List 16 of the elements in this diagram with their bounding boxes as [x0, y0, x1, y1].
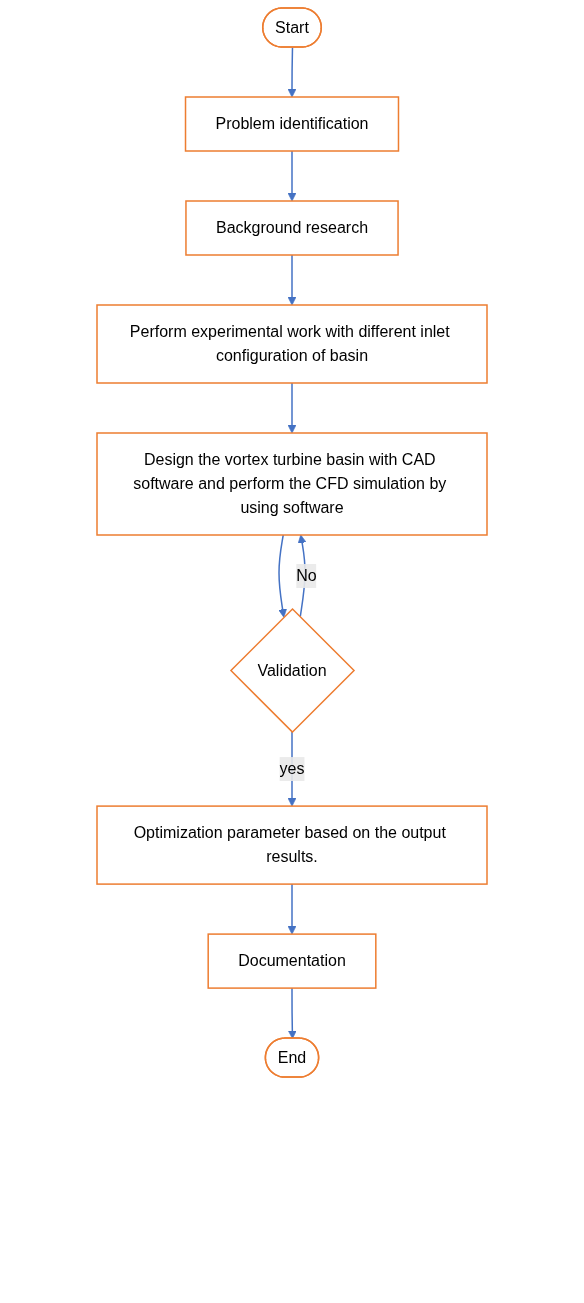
arrow: [287, 987, 297, 1039]
arrow: [287, 150, 297, 202]
node-box: Optimization parameter based on the output results.: [96, 805, 488, 885]
node-box: Design the vortex turbine basin with CAD software and perform the CFD simulation by using software: [96, 432, 488, 536]
node-box: Documentation: [207, 933, 377, 989]
node-box: Problem identification: [184, 96, 400, 152]
arrow: [287, 254, 297, 306]
arrow: [287, 382, 297, 434]
node-box: Perform experimental work with different inlet configuration of basin: [96, 304, 488, 384]
arrow: [287, 46, 297, 98]
node-diamond: Validation: [229, 607, 356, 734]
edge-label: No: [296, 567, 317, 585]
node-box: Background research: [185, 200, 399, 256]
arrow: [287, 883, 297, 935]
arrow: [278, 534, 287, 618]
edge-label: yes: [279, 760, 305, 778]
